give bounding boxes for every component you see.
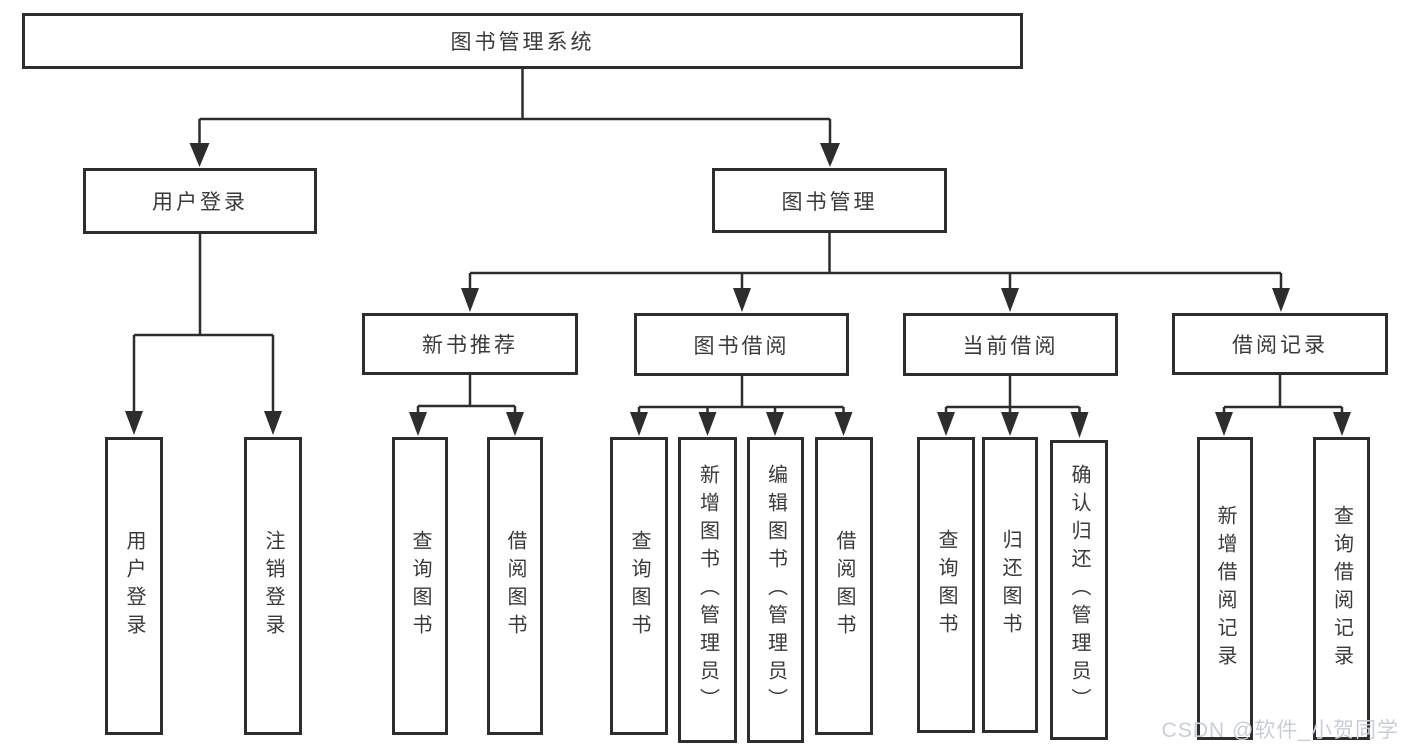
connector-book-borrow: [637, 376, 845, 412]
node-user-login-label: 用户登录: [152, 191, 248, 214]
leaf-user-login-label: 用户登录: [123, 530, 145, 642]
arrow-down-icon: [1001, 288, 1019, 312]
arrow-down-icon: [766, 412, 784, 436]
node-user-login: 用户登录: [83, 168, 317, 234]
leaf-add-borrow-record-label: 新增借阅记录: [1214, 504, 1236, 673]
leaf-query-book-1: 查询图书: [392, 437, 448, 735]
arrow-down-icon: [630, 412, 648, 436]
arrow-down-icon: [1070, 412, 1089, 438]
arrow-down-icon: [1215, 412, 1233, 436]
arrow-down-icon: [125, 411, 143, 435]
leaf-borrow-book-1: 借阅图书: [487, 437, 543, 735]
leaf-borrow-book-1-label: 借阅图书: [504, 530, 526, 642]
connector-user-login: [132, 234, 275, 411]
arrow-down-icon: [189, 143, 210, 167]
arrow-down-icon: [409, 412, 427, 436]
node-new-book-recommend: 新书推荐: [362, 313, 578, 375]
leaf-return-book: 归还图书: [982, 437, 1038, 733]
arrow-down-icon: [1001, 412, 1019, 436]
arrow-down-icon: [1333, 412, 1351, 436]
node-book-management-label: 图书管理: [781, 190, 878, 214]
connector-root: [198, 69, 832, 144]
leaf-confirm-return-admin: 确认归还（管理员）: [1050, 440, 1108, 740]
connector-book-management: [468, 233, 1283, 289]
arrow-down-icon: [1272, 288, 1290, 312]
node-borrow-record: 借阅记录: [1172, 313, 1388, 375]
arrow-down-icon: [733, 288, 751, 312]
leaf-query-book-2-label: 查询图书: [628, 530, 650, 642]
leaf-query-book-1-label: 查询图书: [409, 530, 431, 642]
arrow-down-icon: [461, 288, 479, 312]
leaf-add-book-admin-label: 新增图书（管理员）: [696, 464, 719, 716]
node-current-borrow: 当前借阅: [903, 313, 1118, 376]
leaf-logout-label: 注销登录: [262, 530, 284, 642]
leaf-query-book-2: 查询图书: [610, 437, 668, 735]
leaf-query-borrow-record: 查询借阅记录: [1313, 437, 1370, 740]
arrowheads: [125, 143, 1351, 438]
node-current-borrow-label: 当前借阅: [962, 334, 1059, 358]
leaf-user-login: 用户登录: [105, 437, 163, 735]
node-book-management: 图书管理: [712, 168, 947, 233]
leaf-query-book-3-label: 查询图书: [935, 529, 957, 641]
node-book-borrow: 图书借阅: [634, 313, 849, 376]
connector-borrow-record: [1222, 375, 1344, 412]
arrow-down-icon: [698, 412, 717, 436]
leaf-logout: 注销登录: [244, 437, 302, 735]
watermark: CSDN @软件_小贺同学: [1161, 719, 1399, 742]
connector-new-book-recommend: [416, 373, 517, 412]
node-new-book-recommend-label: 新书推荐: [422, 334, 518, 357]
connector-current-borrow: [944, 376, 1081, 412]
arrow-down-icon: [264, 411, 282, 435]
leaf-borrow-book-2-label: 借阅图书: [833, 530, 855, 642]
arrow-down-icon: [937, 412, 955, 436]
node-book-borrow-label: 图书借阅: [693, 334, 790, 358]
node-borrow-record-label: 借阅记录: [1232, 334, 1328, 357]
node-root: 图书管理系统: [22, 13, 1023, 69]
arrow-down-icon: [834, 412, 853, 436]
leaf-confirm-return-admin-label: 确认归还（管理员）: [1068, 464, 1090, 716]
leaf-query-book-3: 查询图书: [917, 437, 975, 733]
leaf-add-borrow-record: 新增借阅记录: [1197, 437, 1253, 740]
node-root-label: 图书管理系统: [450, 31, 595, 54]
leaf-edit-book-admin-label: 编辑图书（管理员）: [764, 464, 787, 716]
leaf-add-book-admin: 新增图书（管理员）: [678, 437, 737, 743]
leaf-query-borrow-record-label: 查询借阅记录: [1330, 504, 1353, 673]
leaf-return-book-label: 归还图书: [999, 529, 1021, 641]
leaf-edit-book-admin: 编辑图书（管理员）: [747, 437, 804, 743]
arrow-down-icon: [820, 143, 840, 167]
arrow-down-icon: [506, 412, 524, 436]
leaf-borrow-book-2: 借阅图书: [815, 437, 873, 735]
